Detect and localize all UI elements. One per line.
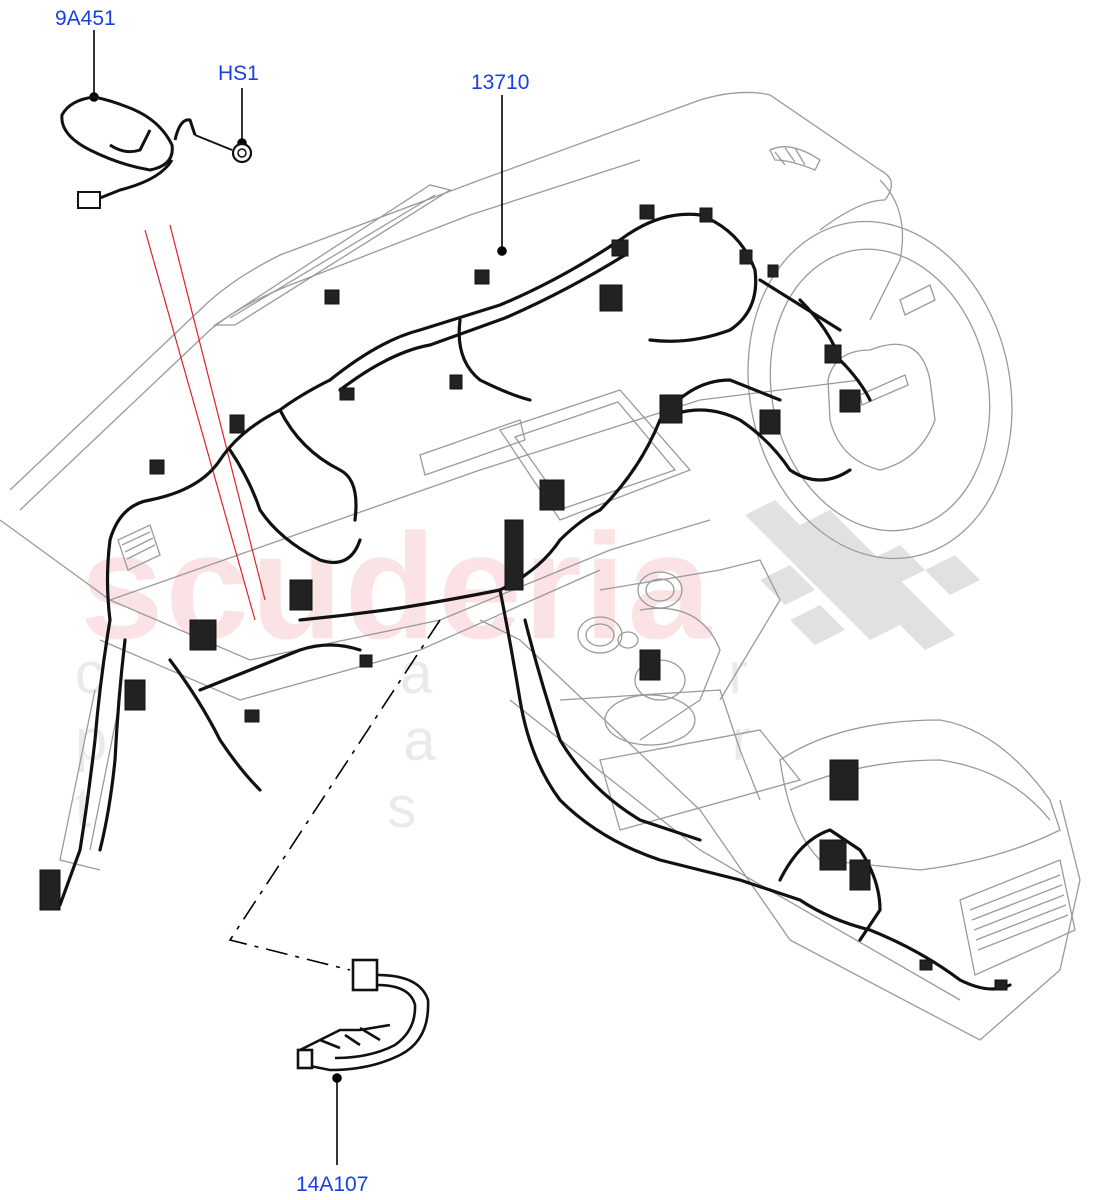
harness-connectors [39,204,1008,991]
link-line [228,619,441,971]
part-9A451-drawing [60,95,253,209]
callout-HS1[interactable]: HS1 [218,62,259,85]
callout-9A451[interactable]: 9A451 [55,7,116,30]
callout-14A107[interactable]: 14A107 [296,1173,369,1196]
reference-lines [144,224,266,621]
part-14A107-drawing [296,958,430,1072]
vehicle-interior-outline [0,91,1081,1041]
checker-watermark [745,500,980,650]
leader-lines [89,30,507,1165]
callout-13710[interactable]: 13710 [471,71,530,94]
part-13710-drawing [58,212,1012,991]
